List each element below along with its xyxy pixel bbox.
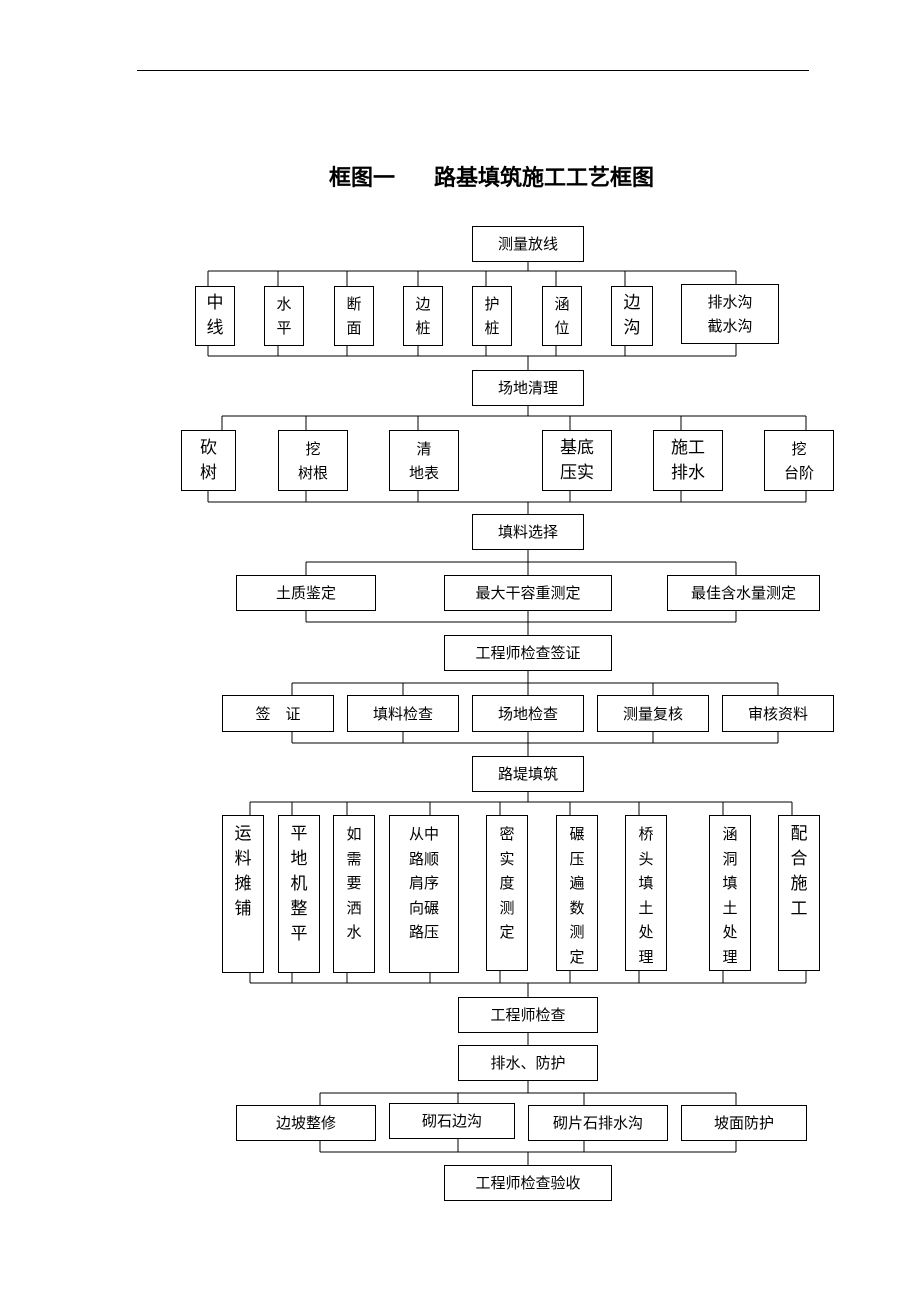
node-embank-roll-order: 从中 路顺 肩序 向碾 路压	[389, 815, 459, 973]
node-sign-survey-review: 测量复核	[597, 695, 709, 732]
node-survey-guard-stake: 护 桩	[472, 286, 512, 346]
node-clear-drainage: 施工 排水	[653, 430, 723, 491]
node-site-clear: 场地清理	[472, 370, 584, 406]
node-survey-culvert: 涵 位	[542, 286, 582, 346]
node-clear-dig-roots: 挖 树根	[278, 430, 348, 491]
node-embank-cooperate: 配 合 施 工	[778, 815, 820, 971]
diagram-title: 路基填筑施工工艺框图	[434, 165, 655, 191]
node-drain-slope-protect: 坡面防护	[681, 1105, 807, 1141]
node-sign-fill-check: 填料检查	[347, 695, 459, 732]
node-embank-culvert-fill: 涵 洞 填 土 处 理	[709, 815, 751, 971]
node-survey: 测量放线	[472, 226, 584, 262]
node-embank-pass-count: 碾 压 遍 数 测 定	[556, 815, 598, 971]
node-fill-max-density: 最大干容重测定	[444, 575, 612, 611]
node-clear-cut-trees: 砍 树	[181, 430, 236, 491]
node-fill-soil-quality: 土质鉴定	[236, 575, 376, 611]
node-survey-section: 断 面	[334, 286, 374, 346]
figure-label: 框图一	[329, 165, 396, 191]
node-drainage: 排水、防护	[458, 1045, 598, 1081]
node-sign-certify: 签 证	[222, 695, 334, 732]
node-drain-stone-ditch: 砌石边沟	[389, 1103, 515, 1139]
node-drain-rubble-ditch: 砌片石排水沟	[528, 1105, 668, 1141]
node-embank-grader: 平 地 机 整 平	[278, 815, 320, 973]
node-survey-drain-ditch: 排水沟 截水沟	[681, 284, 779, 344]
node-engineer-check: 工程师检查	[458, 997, 598, 1033]
node-sign-site-check: 场地检查	[472, 695, 584, 732]
node-fill-moisture: 最佳含水量测定	[667, 575, 820, 611]
node-survey-center-line: 中 线	[195, 286, 235, 346]
node-embank: 路堤填筑	[472, 756, 584, 792]
node-survey-side-stake: 边 桩	[403, 286, 443, 346]
node-embank-spread: 运 料 摊 铺	[222, 815, 264, 973]
node-clear-base-compact: 基底 压实	[542, 430, 612, 491]
node-embank-watering: 如 需 要 洒 水	[333, 815, 375, 973]
node-final-acceptance: 工程师检查验收	[444, 1165, 612, 1201]
node-survey-level: 水 平	[264, 286, 304, 346]
node-embank-bridge-fill: 桥 头 填 土 处 理	[625, 815, 667, 971]
node-survey-side-ditch: 边 沟	[611, 286, 653, 346]
node-engineer-sign: 工程师检查签证	[444, 635, 612, 671]
node-fill-select: 填料选择	[472, 514, 584, 550]
node-clear-steps: 挖 台阶	[764, 430, 834, 491]
node-sign-data-review: 审核资料	[722, 695, 834, 732]
node-embank-density-test: 密 实 度 测 定	[486, 815, 528, 971]
header-rule	[137, 70, 809, 71]
node-clear-topsoil: 清 地表	[389, 430, 459, 491]
node-drain-slope-trim: 边坡整修	[236, 1105, 376, 1141]
